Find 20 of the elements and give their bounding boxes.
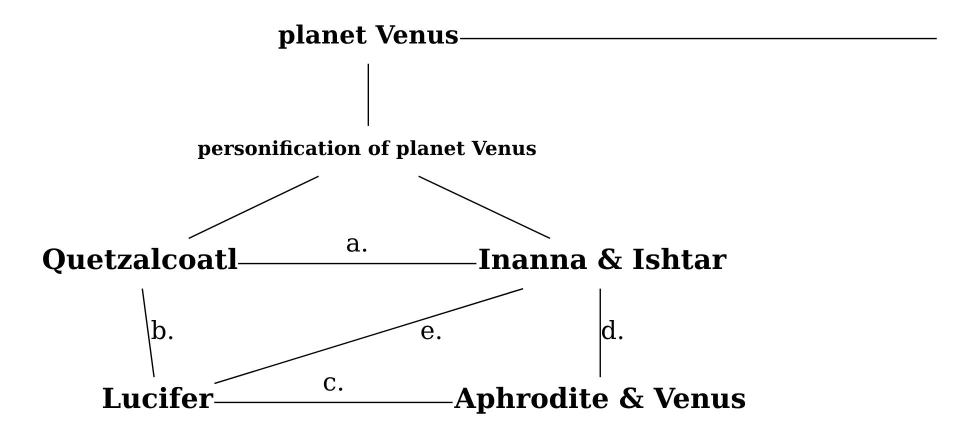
connector: [188, 176, 318, 240]
connector: [418, 176, 550, 240]
node-text: Lucifer: [101, 382, 213, 415]
node-text: Quetzalcoatl: [41, 243, 238, 276]
connector: [238, 262, 476, 264]
node-text: Aphrodite & Venus: [454, 382, 746, 415]
edge-label: e.: [420, 316, 442, 346]
connector: [214, 402, 452, 404]
node-text: planet Venus: [278, 20, 458, 50]
connector: [214, 288, 523, 384]
node-text: Inanna & Ishtar: [478, 243, 726, 276]
edge-label: c.: [322, 367, 344, 396]
connector: [460, 38, 936, 40]
connector: [141, 288, 154, 378]
edge-label: b.: [150, 316, 174, 346]
node-text: personification of planet Venus: [196, 136, 536, 160]
connector: [599, 288, 600, 378]
edge-label: d.: [600, 316, 624, 346]
edge-label: a.: [345, 228, 368, 258]
connector: [367, 64, 369, 126]
